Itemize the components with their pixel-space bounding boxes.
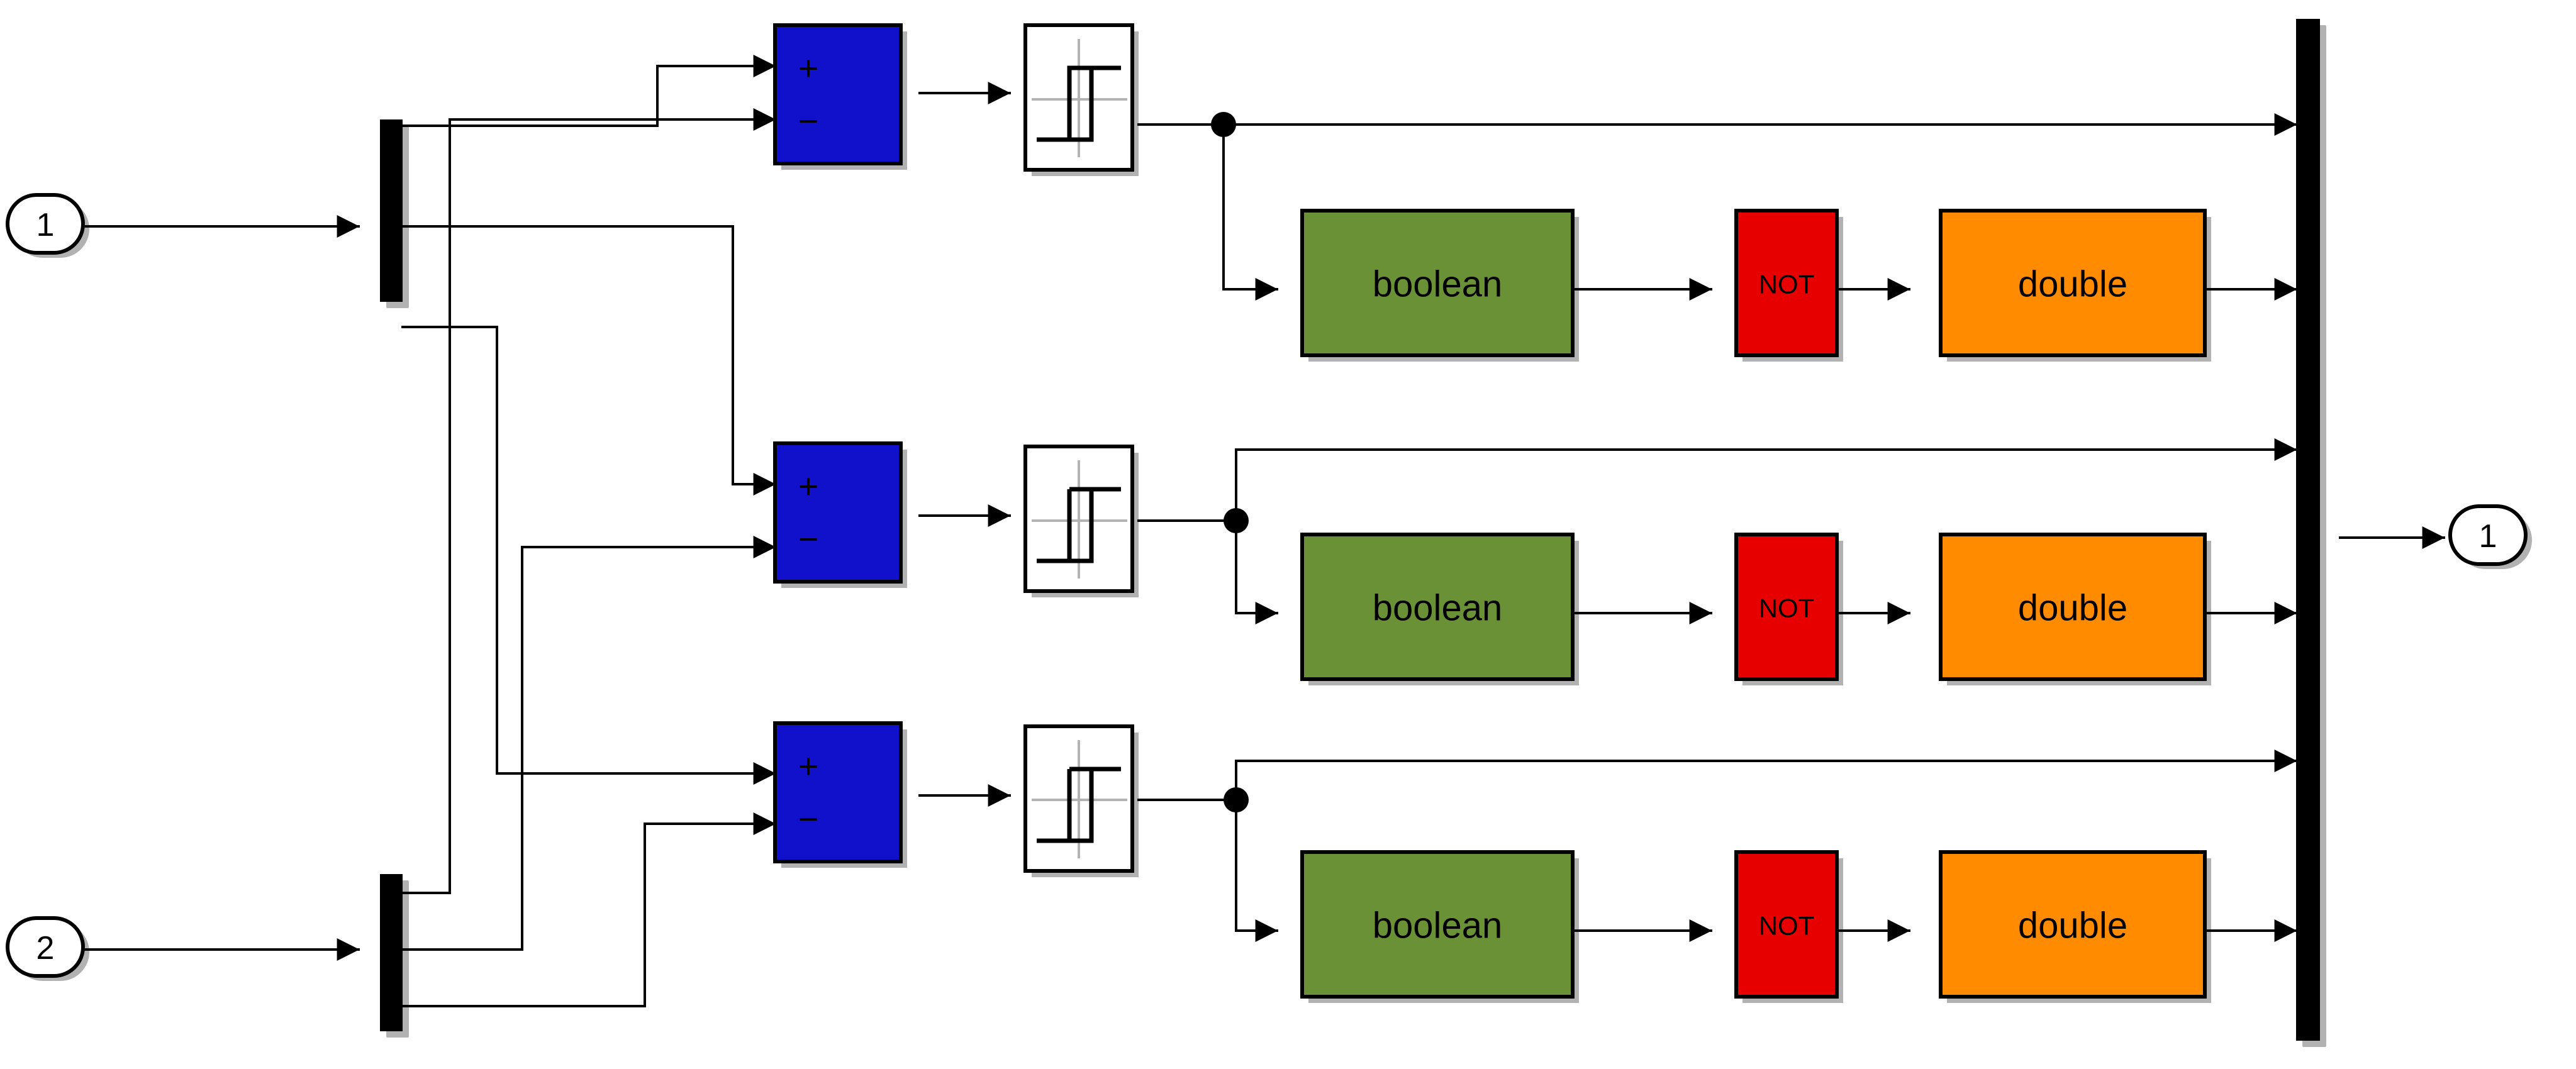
wire-relay2-to-boolean2 [1235, 519, 1278, 624]
wire-demux-bottom-2-to-sum2-minus [401, 536, 776, 951]
not-3-label: NOT [1759, 911, 1815, 941]
not-2-label: NOT [1759, 594, 1815, 623]
sum-2-minus-sign: − [798, 519, 819, 559]
bus-layer [380, 19, 2326, 1047]
relay-2-hysteresis-path2 [1067, 487, 1120, 561]
relay-3-hysteresis-path2 [1067, 767, 1120, 841]
boolean-2-label: boolean [1373, 588, 1502, 629]
junction-dot-1 [1211, 112, 1236, 137]
sum-1-minus-sign: − [798, 101, 819, 141]
wire-demux-top-2-to-sum2-plus [401, 225, 776, 496]
wire-demux-top-1-to-sum1-plus [401, 55, 776, 127]
wire-demux-bottom-3-to-sum3-minus [401, 812, 776, 1007]
not-1-label: NOT [1759, 270, 1815, 299]
boolean-1-label: boolean [1373, 264, 1502, 305]
junction-dot-2 [1224, 508, 1249, 533]
sum-1[interactable] [773, 23, 903, 165]
not-1[interactable] [1734, 209, 1839, 357]
inport-1[interactable] [6, 193, 85, 255]
double-2[interactable] [1939, 533, 2207, 681]
sum-2[interactable] [773, 441, 903, 584]
demux-top-bar[interactable] [380, 119, 403, 302]
boolean-3[interactable] [1300, 850, 1575, 999]
sum-3-minus-sign: − [798, 799, 819, 839]
double-1[interactable] [1939, 209, 2207, 357]
channel-1-blocks: + − boolean NOT double [773, 23, 2211, 362]
boolean-1[interactable] [1300, 209, 1575, 357]
relay-1-hysteresis-path2 [1067, 65, 1120, 140]
channel-3-blocks: + − boolean NOT double [773, 721, 2211, 1003]
boolean-2[interactable] [1300, 533, 1575, 681]
junction-dot-3 [1224, 787, 1249, 812]
wire-layer [82, 55, 2445, 1007]
double-3-label: double [2018, 906, 2127, 946]
outport-1-label: 1 [2479, 518, 2497, 555]
inport-1-label: 1 [36, 207, 55, 243]
port-layer: 1 2 1 [6, 193, 2532, 981]
double-2-label: double [2018, 588, 2127, 629]
wire-demux-top-3-to-sum3-plus [401, 326, 776, 785]
outport-1[interactable] [2448, 504, 2528, 566]
sum-2-plus-sign: + [798, 467, 819, 506]
mux-right-bar[interactable] [2296, 19, 2320, 1041]
double-1-label: double [2018, 264, 2127, 305]
wire-demux-bottom-1-to-sum1-minus [401, 108, 776, 894]
sum-1-plus-sign: + [798, 48, 819, 88]
demux-bottom-bar[interactable] [380, 874, 403, 1031]
not-3[interactable] [1734, 850, 1839, 999]
wire-relay3-to-boolean3 [1235, 799, 1278, 942]
wire-relay1-to-boolean1 [1137, 123, 1278, 301]
not-2[interactable] [1734, 533, 1839, 681]
inport-2[interactable] [6, 916, 85, 978]
sum-3-plus-sign: + [798, 746, 819, 786]
sum-3[interactable] [773, 721, 903, 863]
channel-2-blocks: + − boolean NOT double [773, 441, 2211, 685]
double-3[interactable] [1939, 850, 2207, 999]
wire-relay3-to-mux [1235, 750, 2297, 801]
boolean-3-label: boolean [1373, 906, 1502, 946]
inport-2-label: 2 [36, 930, 55, 967]
